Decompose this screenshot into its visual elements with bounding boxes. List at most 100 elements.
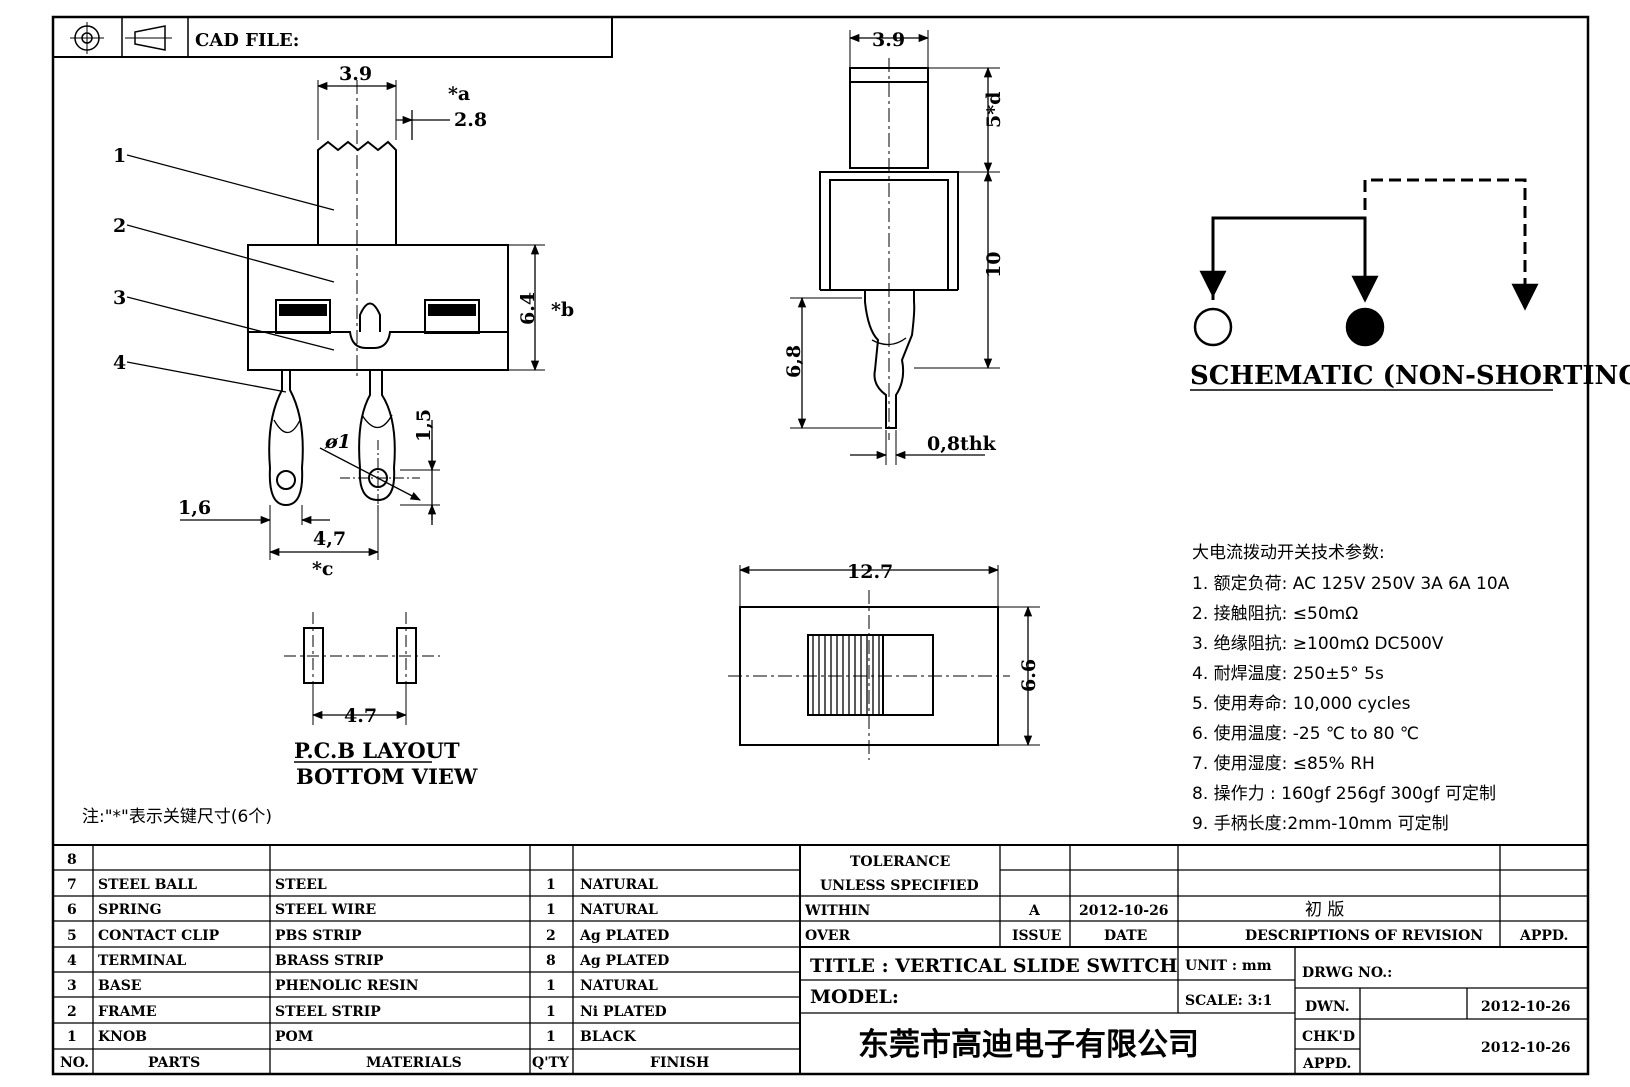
spec-item: 5. 使用寿命: 10,000 cycles — [1192, 693, 1411, 714]
table-cell: 1 — [546, 902, 556, 918]
appd-label: APPD. — [1519, 928, 1568, 944]
unit-label: UNIT : mm — [1185, 958, 1272, 974]
schematic — [1193, 178, 1539, 347]
header-box: CAD FILE: — [53, 17, 613, 58]
side-view — [126, 80, 545, 560]
pcb-layout — [284, 612, 440, 725]
table-cell: SPRING — [98, 902, 162, 918]
table-cell: 1 — [546, 877, 556, 893]
schematic-title: SCHEMATIC (NON-SHORTING) — [1190, 361, 1630, 391]
pcb-labels: 4.7 P.C.B LAYOUT BOTTOM VIEW — [294, 705, 478, 789]
unless-specified-label: UNLESS SPECIFIED — [820, 878, 979, 894]
table-cell: 8 — [546, 953, 556, 969]
table-cell: BASE — [98, 978, 141, 994]
side-view-labels: 3.9 *a 2.8 *b 6.4 ø1 1,5 1,6 4,7 *c 1 2 … — [113, 63, 574, 580]
pcb-dim-spacing: 4.7 — [344, 705, 377, 727]
table-cell: Ag PLATED — [579, 953, 669, 969]
drawn-date: 2012-10-26 — [1481, 999, 1571, 1015]
top-dim-width: 12.7 — [847, 561, 893, 583]
table-cell: BLACK — [580, 1029, 637, 1045]
side-dim-a: 2.8 — [454, 109, 487, 131]
date-label: DATE — [1104, 928, 1147, 944]
table-header: PARTS — [148, 1055, 200, 1071]
table-cell: 6 — [67, 902, 77, 918]
front-dim-width: 3.9 — [872, 29, 905, 51]
bom-table — [53, 844, 1588, 1074]
table-cell: NATURAL — [580, 902, 658, 918]
top-dim-height: 6.6 — [1018, 659, 1040, 692]
table-header: NO. — [60, 1055, 89, 1071]
table-cell: 7 — [67, 877, 77, 893]
table-cell: 1 — [546, 978, 556, 994]
side-dim-left: 1,6 — [178, 497, 211, 519]
spec-item: 1. 额定负荷: AC 125V 250V 3A 6A 10A — [1192, 574, 1510, 594]
model-label: MODEL: — [810, 986, 899, 1008]
callout-3: 3 — [113, 287, 126, 309]
callout-1: 1 — [113, 145, 126, 167]
closed-contact-icon — [1345, 307, 1385, 347]
front-view-labels: 3.9 5*d 10 6,8 0,8thk — [783, 29, 1005, 455]
pcb-title-2: BOTTOM VIEW — [296, 764, 478, 789]
title-block-text: TOLERANCE UNLESS SPECIFIED WITHIN OVER A… — [804, 854, 1571, 1072]
side-dim-pin: 1,5 — [413, 409, 435, 442]
spec-item: 9. 手柄长度:2mm-10mm 可定制 — [1192, 814, 1449, 834]
front-dim-d: 5*d — [983, 92, 1005, 128]
table-cell: Ni PLATED — [580, 1004, 667, 1020]
pcb-title-1: P.C.B LAYOUT — [294, 738, 460, 763]
table-cell: 4 — [67, 953, 77, 969]
side-dim-c: *c — [312, 558, 334, 580]
table-cell: 1 — [546, 1004, 556, 1020]
spec-item: 4. 耐焊温度: 250±5° 5s — [1192, 664, 1384, 684]
side-dim-a-mark: *a — [448, 83, 470, 105]
table-cell: STEEL BALL — [98, 877, 197, 893]
drawing-title: TITLE : VERTICAL SLIDE SWITCH — [810, 955, 1178, 977]
table-cell: NATURAL — [580, 877, 658, 893]
revision-date: 2012-10-26 — [1079, 903, 1169, 919]
side-dim-b: *b — [551, 299, 574, 321]
table-header: MATERIALS — [366, 1055, 462, 1071]
table-cell: BRASS STRIP — [275, 953, 384, 969]
top-view-labels: 12.7 6.6 — [847, 561, 1040, 692]
table-cell: 5 — [67, 928, 77, 944]
over-label: OVER — [805, 928, 850, 944]
title-block — [800, 845, 1588, 1074]
tolerance-label: TOLERANCE — [850, 854, 950, 870]
table-cell: STEEL WIRE — [275, 902, 376, 918]
checked-date: 2012-10-26 — [1481, 1040, 1571, 1056]
drawing-number-label: DRWG NO.: — [1302, 965, 1392, 981]
open-contact-icon — [1193, 307, 1233, 347]
table-cell: 3 — [67, 978, 77, 994]
sheet-border — [51, 15, 1590, 1076]
table-cell: STEEL STRIP — [275, 1004, 381, 1020]
approved-label: APPD. — [1302, 1056, 1351, 1072]
table-cell: TERMINAL — [98, 953, 186, 969]
projection-symbol-icon — [70, 22, 172, 54]
table-cell: 2 — [546, 928, 556, 944]
scale-label: SCALE: 3:1 — [1185, 993, 1272, 1009]
table-cell: CONTACT CLIP — [98, 928, 220, 944]
issue-value: A — [1028, 903, 1041, 919]
front-dim-thk: 0,8thk — [927, 433, 997, 455]
table-cell: NATURAL — [580, 978, 658, 994]
spec-list: 大电流拨动开关技术参数: 1. 额定负荷: AC 125V 250V 3A 6A… — [1192, 543, 1510, 834]
table-cell: POM — [275, 1029, 313, 1045]
spec-heading: 大电流拨动开关技术参数: — [1192, 543, 1385, 563]
revision-description: 初 版 — [1305, 900, 1344, 920]
table-cell: FRAME — [98, 1004, 157, 1020]
key-dimension-note: 注:"*"表示关键尺寸(6个) — [82, 807, 272, 827]
table-cell: KNOB — [98, 1029, 147, 1045]
callout-2: 2 — [113, 215, 126, 237]
table-cell: 1 — [546, 1029, 556, 1045]
front-dim-pin: 6,8 — [783, 345, 805, 378]
top-view — [728, 565, 1040, 760]
spec-item: 2. 接触阻抗: ≤50mΩ — [1192, 604, 1358, 624]
spec-item: 6. 使用温度: -25 ℃ to 80 ℃ — [1192, 723, 1419, 744]
descriptions-label: DESCRIPTIONS OF REVISION — [1245, 928, 1483, 944]
bom-rows: 8 7 STEEL BALL STEEL 1 NATURAL 6 SPRING … — [60, 852, 709, 1071]
spec-item: 8. 操作力 : 160gf 256gf 300gf 可定制 — [1192, 784, 1496, 804]
callout-4: 4 — [113, 352, 126, 374]
side-dim-width: 3.9 — [339, 63, 372, 85]
front-dim-body: 10 — [983, 252, 1005, 278]
drawn-label: DWN. — [1305, 999, 1350, 1015]
spec-item: 7. 使用湿度: ≤85% RH — [1192, 753, 1375, 774]
